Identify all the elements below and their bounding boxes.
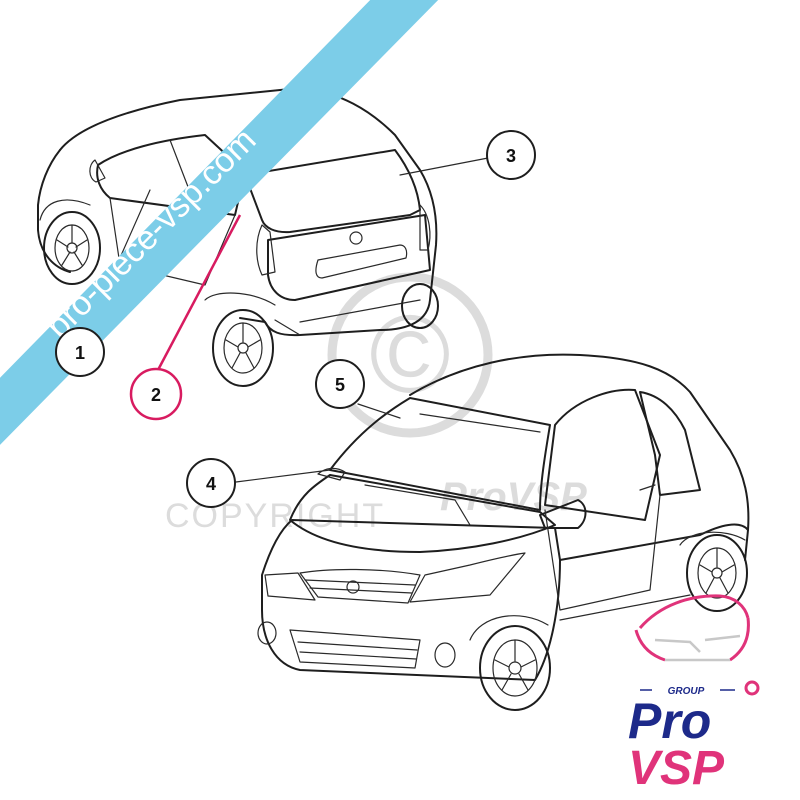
svg-text:2: 2 — [151, 385, 161, 405]
leader-line-5 — [357, 403, 401, 419]
svg-text:3: 3 — [506, 146, 516, 166]
rear-car-drawing — [37, 87, 439, 387]
callout-5: 5 — [315, 359, 365, 409]
logo-car-icon — [634, 594, 750, 662]
leader-line-4 — [235, 469, 331, 483]
rear-car-left-wheel — [43, 211, 101, 285]
svg-text:5: 5 — [335, 375, 345, 395]
logo-word-top: Pro — [628, 693, 711, 749]
callout-1: 1 — [55, 327, 105, 377]
logo-group-text: GROUP — [668, 686, 705, 697]
callout-4: 4 — [186, 458, 236, 508]
front-car-front-wheel — [479, 625, 551, 711]
callout-3: 3 — [486, 130, 536, 180]
rear-car-right-wheel — [212, 309, 274, 387]
svg-text:4: 4 — [206, 474, 216, 494]
leader-line-2 — [156, 214, 242, 371]
logo-accent-dot-icon — [744, 680, 760, 696]
logo-word-bottom: VSP — [628, 742, 725, 795]
front-car-rear-wheel — [686, 534, 748, 612]
leader-line-3 — [399, 157, 489, 176]
callout-2: 2 — [129, 367, 183, 421]
copyright-brand: ProVSP — [440, 475, 587, 519]
svg-text:1: 1 — [75, 343, 85, 363]
provsp-logo: GROUP Pro VSP — [628, 594, 760, 795]
front-car-drawing — [257, 353, 750, 711]
